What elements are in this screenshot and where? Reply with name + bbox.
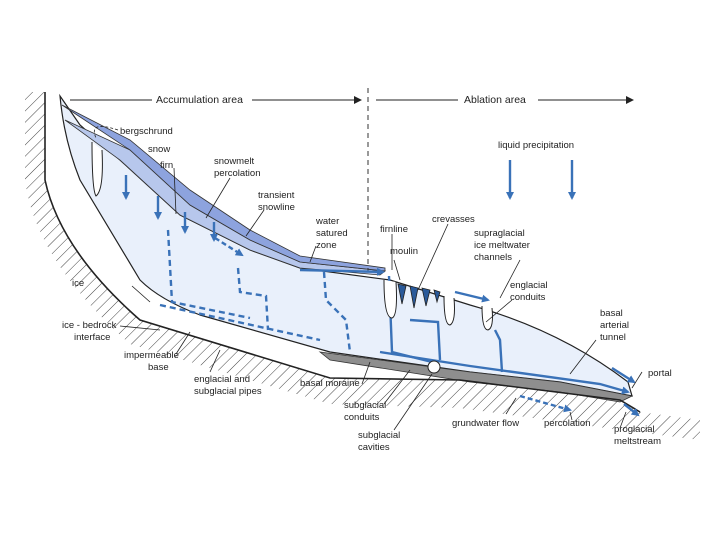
label-ice-bedrock: ice - bedrock: [62, 320, 117, 331]
subglacial-pipe: [159, 303, 321, 342]
label-cavities: cavities: [358, 442, 390, 453]
ice-bedrock-interface: [44, 92, 641, 413]
label-subglacial-conduits: subglacial: [344, 400, 386, 411]
label-zone: zone: [316, 240, 337, 251]
label-supraglacial: supraglacial: [474, 228, 525, 239]
bedrock-hatch: [25, 92, 700, 440]
label-percolation: percolation: [544, 418, 590, 429]
label-subglacial-cavities: subglacial: [358, 430, 400, 441]
label-impermeable: impermeable: [124, 350, 179, 361]
bergschrund-leader: [93, 126, 119, 139]
label-satured: satured: [316, 228, 348, 239]
label-conduits-2: conduits: [344, 412, 380, 423]
label-snow: snow: [148, 144, 170, 155]
label-crevasses: crevasses: [432, 214, 475, 225]
label-base: base: [148, 362, 169, 373]
label-moulin: moulin: [390, 246, 418, 257]
label-bergschrund: bergschrund: [120, 126, 173, 137]
snow-layer: [61, 104, 386, 272]
leader-lines: [119, 167, 643, 431]
englacial-pipe-2: [236, 267, 270, 331]
basal-moraine: [318, 351, 634, 403]
crevasses: [397, 283, 441, 309]
label-interface: interface: [74, 332, 110, 343]
bergschrund-shaft: [91, 141, 103, 197]
surface-flow: [299, 267, 385, 276]
label-firnline: firnline: [380, 224, 408, 235]
label-firn: firn: [160, 160, 173, 171]
moulin-shafts: [383, 279, 493, 331]
basal-tunnel: [379, 350, 630, 395]
label-conduits: conduits: [510, 292, 546, 303]
label-transient: transient: [258, 190, 295, 201]
label-basal: basal: [600, 308, 623, 319]
label-portal: portal: [648, 368, 672, 379]
label-snowmelt: snowmelt: [214, 156, 254, 167]
supraglacial-channel: [454, 290, 490, 303]
label-liquid-precipitation: liquid precipitation: [498, 140, 574, 151]
label-basal-moraine: basal moraine: [300, 378, 360, 389]
header-ablation: Ablation area: [464, 94, 526, 106]
label-ice-meltwater: ice meltwater: [474, 240, 530, 251]
groundwater-flow: [519, 394, 572, 413]
subglacial-cavity: [427, 360, 441, 374]
label-englacial-and: englacial and: [194, 374, 250, 385]
label-arterial: arterial: [600, 320, 629, 331]
englacial-conduit-2: [493, 329, 504, 373]
label-snowline: snowline: [258, 202, 295, 213]
meltstream-flow: [623, 403, 640, 417]
label-water: water: [315, 216, 339, 227]
englacial-pipe-1: [166, 229, 251, 320]
label-ice: ice: [72, 278, 84, 289]
label-subglacial-pipes: subglacial pipes: [194, 386, 262, 397]
header-accumulation: Accumulation area: [156, 94, 243, 106]
percolation-flow: [214, 236, 244, 257]
label-channels: channels: [474, 252, 512, 263]
label-meltstream: meltstream: [614, 436, 661, 447]
label-groundwater-flow: grundwater flow: [452, 418, 519, 429]
englacial-pipe-3: [322, 271, 352, 353]
label-proglacial: proglacial: [614, 424, 655, 435]
portal-flow: [611, 366, 636, 384]
label-englacial: englacial: [510, 280, 548, 291]
label-percolation-top: percolation: [214, 168, 260, 179]
label-tunnel: tunnel: [600, 332, 626, 343]
englacial-conduit: [409, 318, 442, 361]
